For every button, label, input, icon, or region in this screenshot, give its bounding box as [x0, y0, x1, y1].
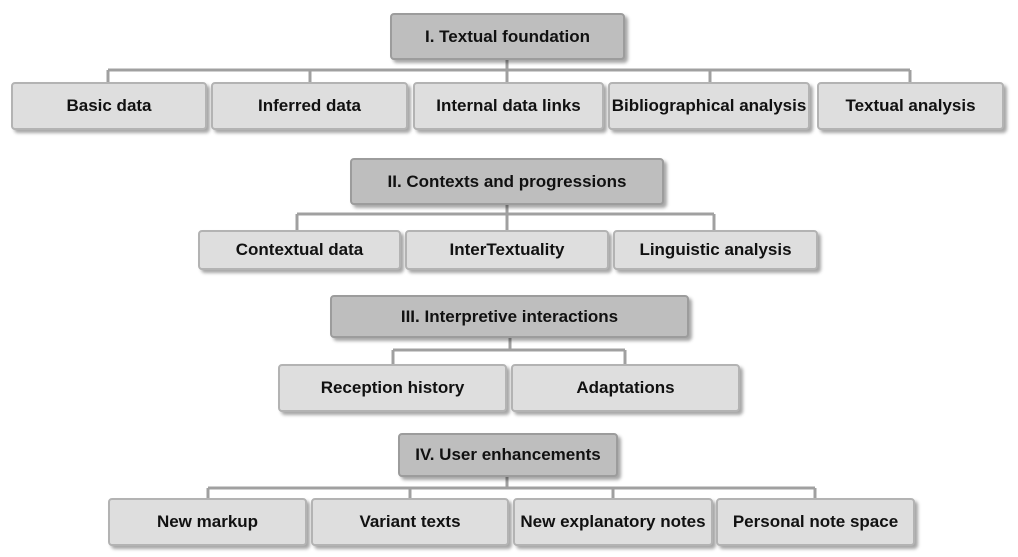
group-2-child-3-label: Linguistic analysis — [639, 240, 792, 259]
group-2-header: II. Contexts and progressions — [350, 158, 664, 205]
group-1-child-1-label: Basic data — [66, 96, 152, 115]
group-1-child-5: Textual analysis — [817, 82, 1004, 130]
connectors-group-3 — [391, 338, 627, 364]
group-4-title: IV. User enhancements — [415, 445, 601, 464]
group-2-child-1-label: Contextual data — [235, 240, 364, 259]
group-3-title: III. Interpretive interactions — [400, 306, 619, 326]
group-1-child-4-label: Bibliographical analysis — [611, 96, 807, 115]
group-4-child-3: New explanatory notes — [513, 498, 713, 546]
group-4-child-1-label: New markup — [156, 512, 259, 531]
group-2-child-1: Contextual data — [198, 230, 401, 270]
connectors-group-4 — [206, 477, 817, 498]
group-2-child-2: InterTextuality — [405, 230, 609, 270]
group-3-child-1-label: Reception history — [320, 378, 465, 397]
group-1-child-5-label: Textual analysis — [845, 96, 976, 115]
group-4-header: IV. User enhancements — [398, 433, 618, 477]
group-1-child-2-label: Inferred data — [258, 96, 361, 115]
group-1-child-4: Bibliographical analysis — [608, 82, 810, 130]
group-4-child-4: Personal note space — [716, 498, 915, 546]
group-4-child-3-label: New explanatory notes — [520, 512, 706, 531]
group-2-title: II. Contexts and progressions — [387, 171, 627, 191]
group-1-child-1: Basic data — [11, 82, 207, 130]
group-3-child-2: Adaptations — [511, 364, 740, 412]
group-4-child-4-label: Personal note space — [732, 512, 899, 531]
group-1-title: I. Textual foundation — [425, 26, 590, 46]
connectors-group-2 — [295, 205, 716, 230]
group-4-child-1: New markup — [108, 498, 307, 546]
group-3-child-1: Reception history — [278, 364, 507, 412]
group-1-header: I. Textual foundation — [390, 13, 625, 60]
connectors-group-1 — [106, 60, 912, 82]
group-4-child-2-label: Variant texts — [359, 512, 461, 531]
group-1-child-3: Internal data links — [413, 82, 604, 130]
group-1-child-2: Inferred data — [211, 82, 408, 130]
group-3-header: III. Interpretive interactions — [330, 295, 689, 338]
group-1-child-3-label: Internal data links — [436, 96, 581, 115]
group-2-child-3: Linguistic analysis — [613, 230, 818, 270]
group-2-child-2-label: InterTextuality — [449, 240, 565, 259]
group-3-child-2-label: Adaptations — [576, 378, 675, 397]
group-4-child-2: Variant texts — [311, 498, 509, 546]
